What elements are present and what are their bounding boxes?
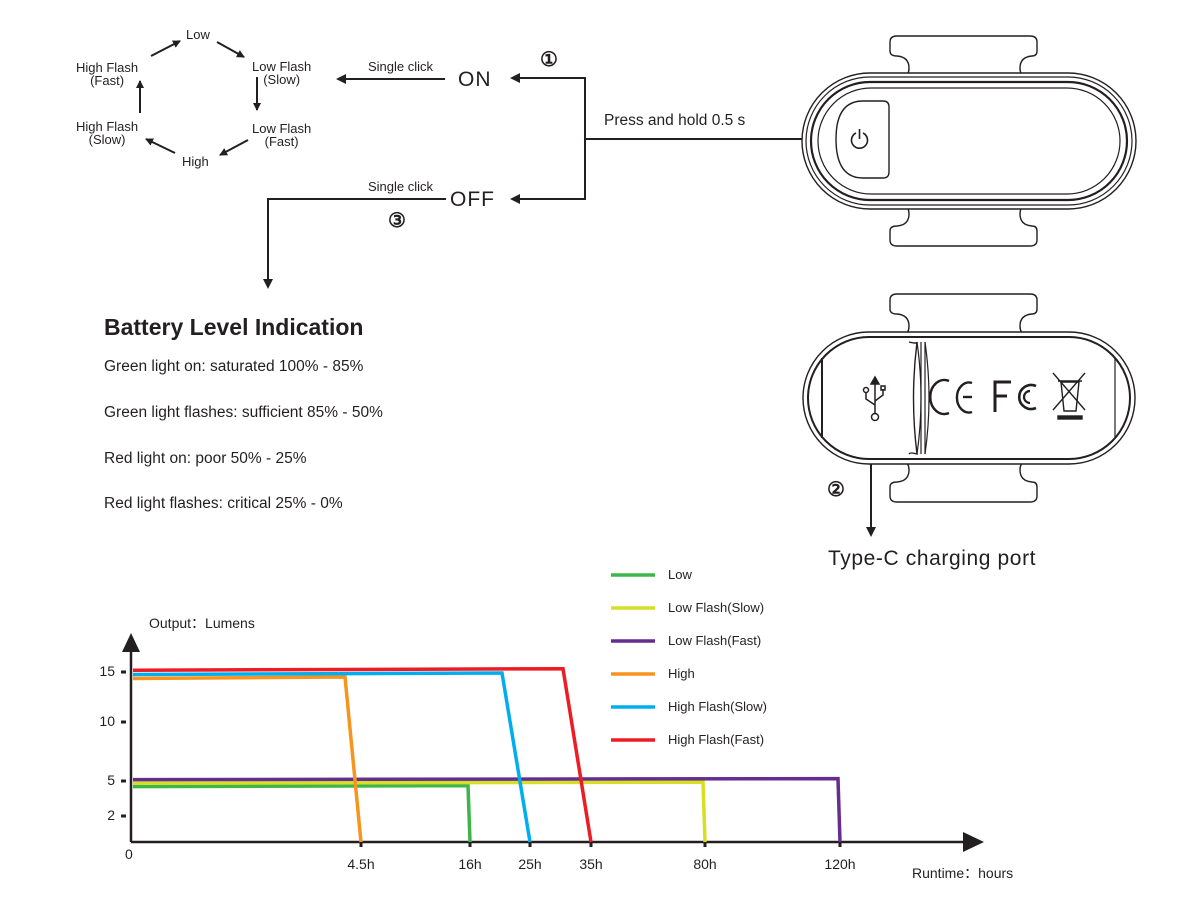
y-tick-label: 5: [107, 772, 115, 788]
x-origin-label: 0: [125, 846, 133, 862]
device-front: [801, 35, 1137, 247]
y-tick-label: 10: [99, 713, 115, 729]
x-tick-label: 35h: [579, 856, 603, 872]
arrow-low-to-lowslow: [216, 41, 245, 58]
series-line-high: [132, 675, 363, 843]
charging-port-label: Type-C charging port: [828, 547, 1037, 570]
battery-item: Red light flashes: critical 25% - 0%: [104, 495, 343, 512]
legend-label: Low: [668, 567, 692, 582]
x-tick-label: 120h: [824, 856, 856, 872]
single-click-off-label: Single click: [368, 179, 434, 194]
on-off-flow-lines: [263, 73, 876, 537]
chart-ticks: [121, 670, 842, 847]
device-back: [802, 293, 1136, 503]
series-line-high-flash-slow: [132, 671, 532, 843]
to-off-arrow: [510, 139, 586, 204]
mode-cycle-arrows: [136, 40, 261, 156]
mode-high-flash-fast: High Flash (Fast): [76, 60, 139, 88]
chart-legend-lines: [611, 573, 655, 742]
fcc-mark: [993, 380, 1037, 412]
y-axis-arrowhead: [122, 633, 140, 652]
single-click-on-label: Single click: [368, 59, 434, 74]
legend-label: High Flash(Slow): [668, 699, 767, 714]
chart-axes: [122, 633, 984, 852]
battery-item: Red light on: poor 50% - 25%: [104, 450, 307, 467]
legend-label: Low Flash(Slow): [668, 600, 765, 615]
legend-label: High: [668, 666, 695, 681]
chart-xlabel: Runtime：hours: [912, 865, 1014, 881]
y-tick-label: 15: [99, 663, 115, 679]
off-label: OFF: [450, 188, 495, 211]
step-2-marker: ②: [827, 479, 845, 501]
series-line-low: [132, 783, 472, 843]
power-icon: [850, 129, 869, 149]
arrow-fastflash-to-low: [150, 40, 181, 57]
series-line-low-flash-fast: [132, 776, 842, 843]
on-label: ON: [458, 68, 492, 91]
chart-ylabel: Output：Lumens: [149, 615, 255, 631]
x-tick-label: 4.5h: [347, 856, 375, 872]
step-3-marker: ③: [388, 210, 406, 232]
press-hold-label: Press and hold 0.5 s: [604, 112, 746, 129]
mode-low-flash-slow: Low Flash (Slow): [252, 59, 312, 87]
legend-label: Low Flash(Fast): [668, 633, 762, 648]
arrow-high-to-highslow: [145, 138, 176, 154]
mode-high: High: [182, 154, 209, 169]
series-line-low-flash-slow: [132, 780, 707, 843]
arrow-lowfast-to-high: [219, 139, 249, 156]
legend-label: High Flash(Fast): [668, 732, 765, 747]
mode-low: Low: [186, 27, 210, 42]
y-tick-label: 2: [107, 807, 115, 823]
x-axis-arrowhead: [963, 832, 984, 852]
x-tick-label: 25h: [518, 856, 542, 872]
chart-series: [132, 666, 842, 843]
to-on-arrow: [510, 73, 586, 139]
usb-icon: [862, 375, 886, 422]
mode-high-flash-slow: High Flash (Slow): [76, 119, 139, 147]
series-line-high-flash-fast: [132, 666, 593, 843]
weee-bin-icon: [1052, 372, 1086, 420]
battery-title: Battery Level Indication: [104, 314, 364, 340]
mode-low-flash-fast: Low Flash (Fast): [252, 121, 312, 149]
ce-mark: [929, 378, 973, 416]
battery-item: Green light on: saturated 100% - 85%: [104, 358, 364, 375]
x-tick-label: 80h: [693, 856, 717, 872]
single-click-off-arrow: [263, 198, 446, 289]
step-1-marker: ①: [540, 49, 558, 71]
battery-item: Green light flashes: sufficient 85% - 50…: [104, 404, 383, 421]
x-tick-label: 16h: [458, 856, 482, 872]
